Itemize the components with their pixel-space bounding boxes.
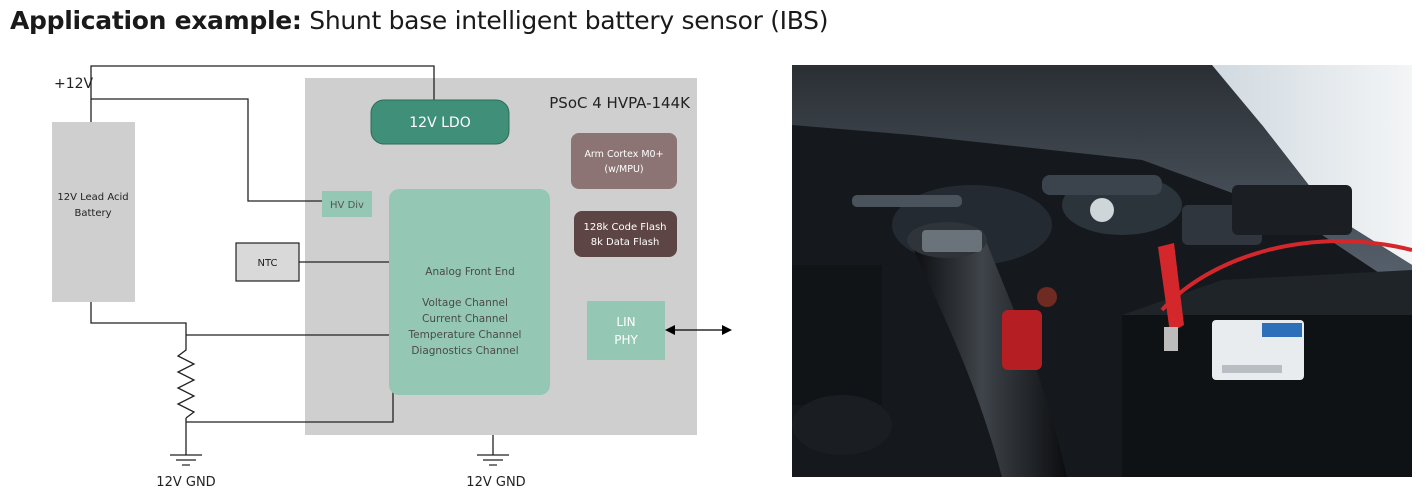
- ntc-label: NTC: [258, 258, 278, 269]
- title-text: Shunt base intelligent battery sensor (I…: [309, 6, 829, 35]
- cpu-block: [571, 133, 677, 189]
- gnd-right-label: 12V GND: [466, 475, 525, 490]
- lin-phy-block: [587, 301, 665, 360]
- afe-channel-temperature: Temperature Channel: [408, 329, 522, 341]
- ground-icon: [477, 454, 509, 466]
- ldo-label: 12V LDO: [409, 115, 470, 131]
- flash-block: [574, 211, 677, 257]
- ldo-block: [370, 99, 510, 145]
- gnd-left-label: 12V GND: [156, 475, 215, 490]
- battery-label-line1: 12V Lead Acid: [57, 192, 128, 203]
- ntc-block: [235, 242, 300, 282]
- hv-div-block: [322, 191, 372, 217]
- title-label: Application example:: [10, 6, 302, 35]
- wiring: [90, 65, 494, 455]
- hv-div-label: HV Div: [330, 200, 364, 211]
- afe-channel-voltage: Voltage Channel: [422, 297, 508, 309]
- lin-phy-label-line2: PHY: [614, 333, 638, 347]
- ground-icon: [170, 454, 202, 466]
- lin-phy-label-line1: LIN: [616, 315, 635, 329]
- shunt-resistor: [176, 342, 196, 419]
- cpu-label-line2: (w/MPU): [604, 164, 643, 175]
- supply-label: +12V: [54, 76, 94, 92]
- battery-block: [52, 122, 135, 302]
- battery-label-line2: Battery: [74, 208, 111, 219]
- flash-label-line2: 8k Data Flash: [591, 237, 660, 248]
- afe-channel-diagnostics: Diagnostics Channel: [411, 345, 518, 357]
- afe-title: Analog Front End: [425, 266, 514, 278]
- analog-front-end-block: [389, 189, 550, 395]
- engine-bay-photo: [792, 65, 1412, 477]
- flash-label-line1: 128k Code Flash: [583, 222, 666, 233]
- ibs-block-diagram: PSoC 4 HVPA-144K +12V 12V Lead Acid Batt…: [52, 65, 732, 490]
- lin-bus-arrow: [665, 325, 732, 335]
- afe-channel-current: Current Channel: [422, 313, 508, 325]
- chip-title: PSoC 4 HVPA-144K: [549, 94, 691, 112]
- cpu-label-line1: Arm Cortex M0+: [584, 149, 663, 160]
- page-title: Application example: Shunt base intellig…: [10, 6, 828, 35]
